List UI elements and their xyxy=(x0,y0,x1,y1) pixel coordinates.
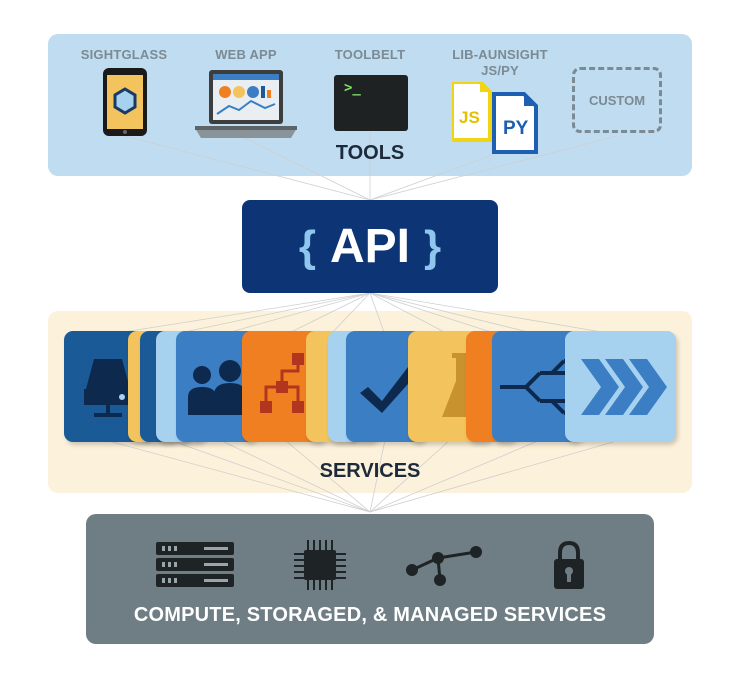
hard-drive-icon xyxy=(84,359,132,417)
terminal-prompt: >_ xyxy=(344,80,361,96)
services-title: SERVICES xyxy=(319,460,421,482)
tools-title: TOOLS xyxy=(335,142,405,164)
tool-label-lib-aunsight: LIB-AUNSIGHT xyxy=(452,47,548,62)
tool-label-web-app: WEB APP xyxy=(215,47,277,62)
laptop-icon xyxy=(195,70,297,138)
users-icon xyxy=(188,360,246,415)
js-label: JS xyxy=(459,108,480,127)
api-close-brace: } xyxy=(424,221,442,271)
lock-icon xyxy=(554,540,584,589)
service-tile-forward xyxy=(565,331,676,442)
workflow-icon xyxy=(260,353,304,413)
custom-tool-box: CUSTOM xyxy=(572,67,662,133)
tool-label-toolbelt: TOOLBELT xyxy=(334,47,406,62)
api-open-brace: { xyxy=(298,221,316,271)
tool-label-sightglass: SIGHTGLASS xyxy=(80,47,168,62)
server-rack-icon xyxy=(156,542,234,587)
api-box: { API } xyxy=(242,200,498,293)
tool-label-js-py: JS/PY xyxy=(481,63,519,78)
compute-title: COMPUTE, STORAGED, & MANAGED SERVICES xyxy=(133,604,607,626)
service-tile-users xyxy=(176,331,256,442)
api-label: API xyxy=(329,219,410,273)
phone-icon xyxy=(103,68,147,136)
network-graph-icon xyxy=(406,546,482,586)
py-label: PY xyxy=(503,118,529,139)
terminal-icon xyxy=(334,75,408,131)
checkmark-icon xyxy=(360,367,416,413)
tool-label-custom: CUSTOM xyxy=(588,92,646,108)
processor-chip-icon xyxy=(294,540,346,590)
fast-forward-icon xyxy=(581,359,667,415)
